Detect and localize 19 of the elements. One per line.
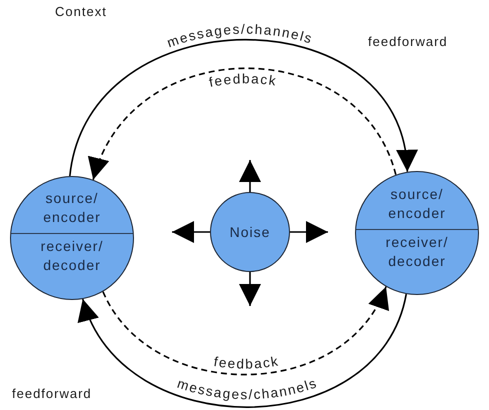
arrow (172, 221, 210, 243)
arrow (239, 160, 261, 192)
curved-arrow (80, 294, 407, 408)
curved-arrow (102, 286, 387, 376)
edge-label: feedback (208, 71, 278, 90)
curved-arrow (90, 68, 397, 180)
context-label: Context (55, 4, 107, 19)
node-label: Noise (228, 222, 272, 242)
node-label: source/ encoder (387, 185, 447, 223)
node-label: source/ encoder (42, 189, 102, 227)
edge-label: messages/channels (175, 375, 320, 402)
feedforward-label: feedforward (12, 386, 92, 401)
arrow (239, 272, 261, 306)
node-label: receiver/ decoder (384, 233, 450, 271)
edge-label: feedback (212, 353, 280, 372)
feedforward-label: feedforward (368, 34, 448, 49)
node-label: receiver/ decoder (40, 237, 104, 275)
arrow (290, 221, 328, 243)
curved-arrow (69, 39, 415, 176)
